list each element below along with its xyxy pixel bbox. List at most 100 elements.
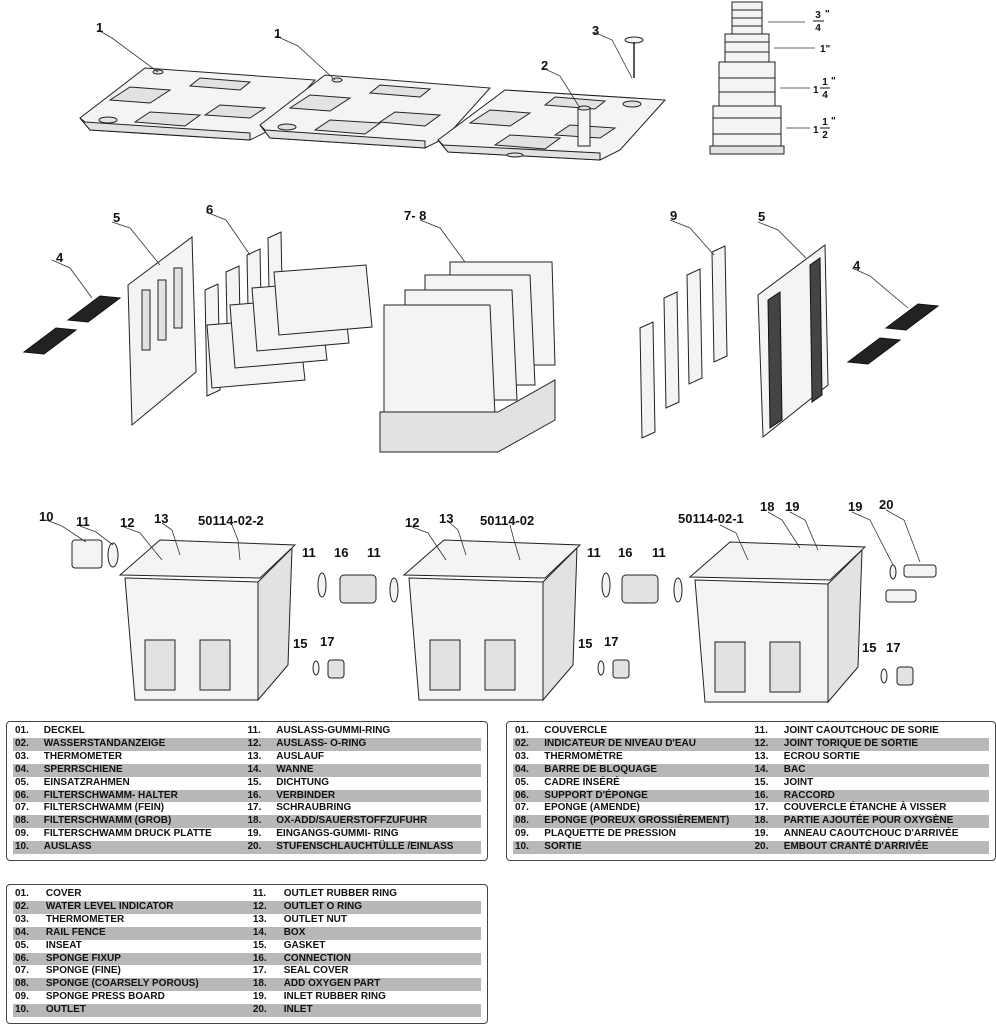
legend-part-number: 14. xyxy=(752,763,782,777)
legend-row: 07.FILTERSCHWAMM (FEIN)17.SCHRAUBRING xyxy=(13,802,481,815)
legend-part-name: BAC xyxy=(781,763,989,777)
legend-part-name: SEAL COVER xyxy=(283,965,349,977)
legend-part-name: WASSERSTANDANZEIGE xyxy=(41,737,246,751)
svg-text:1: 1 xyxy=(822,117,828,128)
box-right xyxy=(688,541,867,704)
legend-part-number: 04. xyxy=(513,763,543,777)
legend-part-name: EINSATZRAHMEN xyxy=(43,776,130,788)
legend-part-name: ECROU SORTIE xyxy=(783,750,860,762)
legend-part-name: JOINT CAOUTCHOUC DE SORIE xyxy=(783,725,939,736)
legend-part-number: 09. xyxy=(15,828,29,840)
box-left xyxy=(118,539,297,702)
legend-row: 08.EPONGE (POREUX GROSSIÈREMENT)18.PARTI… xyxy=(513,815,989,829)
legend-part-name: FILTERSCHWAMM (GROB) xyxy=(41,815,246,829)
legend-part-name: INLET RUBBER RING xyxy=(283,991,386,1003)
legend-part-name: EPONGE (POREUX GROSSIÈREMENT) xyxy=(542,815,753,829)
svg-text:": " xyxy=(831,76,836,87)
legend-part-number: 13. xyxy=(754,750,769,762)
callout-10: 10 xyxy=(39,509,53,524)
legend-part-number: 19. xyxy=(252,991,267,1003)
legend-part-name: OUTLET NUT xyxy=(283,913,348,925)
legend-part-number: 06. xyxy=(513,789,543,803)
legend-part-number: 05. xyxy=(15,776,29,788)
callout-4: 4 xyxy=(853,258,861,273)
legend-part-number: 11. xyxy=(247,725,261,736)
legend-part-name: ADD OXYGEN PART xyxy=(281,978,481,992)
legend-part-name: EPONGE (AMENDE) xyxy=(544,802,640,814)
legend-row: 08.FILTERSCHWAMM (GROB)18.OX-ADD/SAUERST… xyxy=(13,815,481,829)
legend-part-number: 14. xyxy=(245,763,275,777)
insert-frame-right xyxy=(757,244,829,439)
svg-text:": " xyxy=(831,116,836,127)
legend-part-number: 12. xyxy=(752,737,782,751)
legend-part-number: 20. xyxy=(245,841,275,855)
callout-17: 17 xyxy=(604,634,618,649)
svg-text:4: 4 xyxy=(815,23,821,34)
legend-part-number: 20. xyxy=(752,841,782,855)
callout-16: 16 xyxy=(334,545,348,560)
legend-part-name: WATER LEVEL INDICATOR xyxy=(43,900,251,914)
legend-part-number: 11. xyxy=(252,888,267,899)
legend-part-number: 18. xyxy=(752,815,782,829)
callout-15: 15 xyxy=(578,636,592,651)
legend-part-number: 09. xyxy=(15,991,29,1003)
callout-3: 3 xyxy=(592,23,599,38)
svg-text:4: 4 xyxy=(822,90,828,101)
legend-part-name: WANNE xyxy=(274,763,481,777)
callout-17: 17 xyxy=(320,634,334,649)
legend-part-number: 02. xyxy=(513,737,543,751)
legend-part-name: INSEAT xyxy=(45,939,82,951)
legend-part-number: 14. xyxy=(250,926,282,940)
box-middle xyxy=(402,539,582,702)
legend-part-number: 16. xyxy=(250,952,282,966)
legend-part-number: 19. xyxy=(754,828,769,840)
legend-part-name: RAIL FENCE xyxy=(43,926,251,940)
legend-part-number: 13. xyxy=(247,750,262,762)
legend-part-name: AUSLASS- O-RING xyxy=(274,737,481,751)
callout-18: 18 xyxy=(760,499,774,514)
callout-9: 9 xyxy=(670,208,677,223)
legend-part-name: SPONGE FIXUP xyxy=(43,952,251,966)
callout-4: 4 xyxy=(56,250,64,265)
legend-part-name: FILTERSCHWAMM (FEIN) xyxy=(43,802,165,814)
water-level-indicator xyxy=(577,105,591,147)
legend-part-number: 12. xyxy=(245,737,275,751)
callout-20: 20 xyxy=(879,497,893,512)
insert-frame-left xyxy=(127,236,197,427)
legend-part-number: 03. xyxy=(515,750,529,762)
legend-row: 03. THERMOMÈTRE 13. ECROU SORTIE xyxy=(513,751,989,764)
legend-part-name: JOINT TORIQUE DE SORTIE xyxy=(781,737,989,751)
exploded-parts-diagram: 3 4 " 1" 1 1 4 " 1 1 2 " xyxy=(22,1,940,704)
rail-fence-left xyxy=(22,295,122,355)
callout-13: 13 xyxy=(439,511,453,526)
legend-part-number: 11. xyxy=(754,725,768,736)
legend-part-name: AUSLAUF xyxy=(276,750,325,762)
legend-part-name: THERMOMÈTRE xyxy=(544,750,623,762)
legend-part-number: 13. xyxy=(252,913,267,925)
legend-part-number: 10. xyxy=(13,841,42,855)
legend-part-name: SCHRAUBRING xyxy=(276,802,352,814)
legend-part-name: AUSLASS xyxy=(41,841,246,855)
legend-part-number: 05. xyxy=(515,776,529,788)
legend-part-number: 16. xyxy=(245,789,275,803)
legend-part-name: EMBOUT CRANTÉ D'ARRIVÉE xyxy=(781,841,989,855)
legend-part-number: 18. xyxy=(245,815,275,829)
callout-6: 6 xyxy=(206,202,213,217)
callout-7-8: 7- 8 xyxy=(404,208,426,223)
